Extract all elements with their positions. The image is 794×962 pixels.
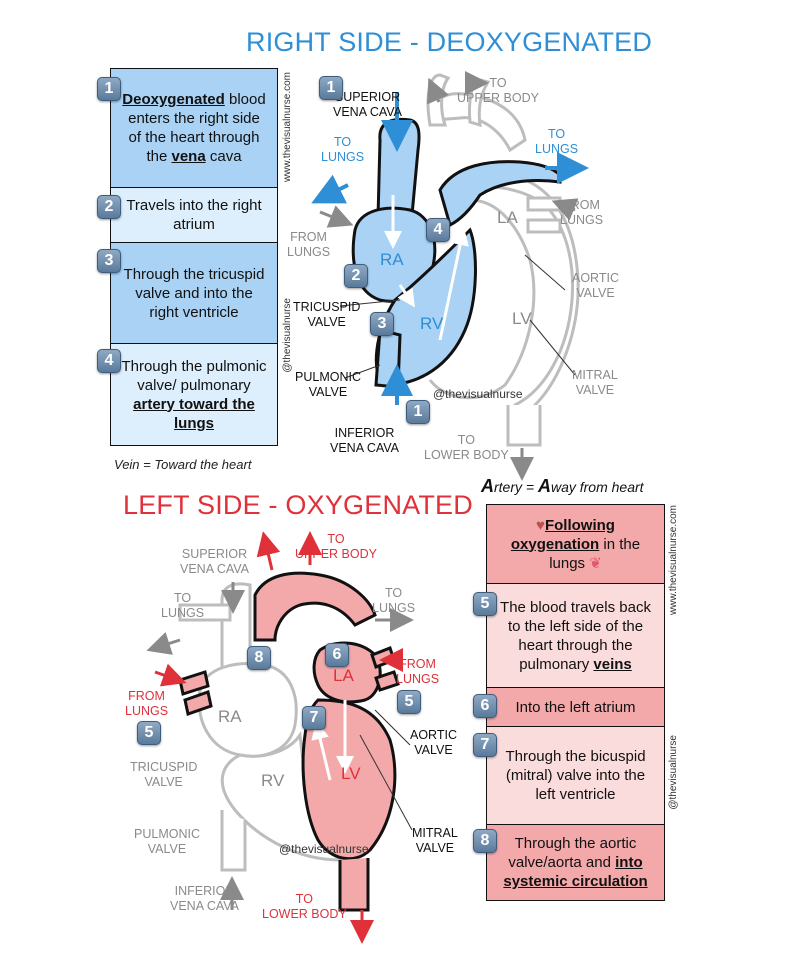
- watermark-handle-bottom: @thevisualnurse: [668, 735, 679, 810]
- right-diagram-blue-arrows: [311, 92, 589, 405]
- right-step-2: Travels into the right atrium: [110, 187, 278, 243]
- right-diagram-handle: @thevisualnurse: [433, 387, 523, 401]
- left-diagram-gray-arrows: [146, 582, 414, 910]
- left-step-8: Through the aortic valve/aorta and into …: [486, 824, 665, 901]
- left-label-to-lungs-left: TO LUNGS: [161, 591, 205, 620]
- right-step-2-badge: 2: [97, 195, 121, 219]
- left-step-6-badge: 6: [473, 694, 497, 718]
- right-badge-4: 4: [426, 218, 450, 242]
- right-step-1-badge: 1: [97, 77, 121, 101]
- left-step-7-badge: 7: [473, 733, 497, 757]
- right-label-pulmonic: PULMONIC VALVE: [295, 370, 361, 399]
- left-badge-5-right: 5: [397, 690, 421, 714]
- left-diagram-red-arrows: [154, 531, 403, 944]
- right-label-aortic: AORTIC VALVE: [572, 271, 619, 300]
- left-label-svc: SUPERIOR VENA CAVA: [180, 547, 250, 576]
- left-badge-7: 7: [302, 706, 326, 730]
- left-diagram-pulmonary-veins: [178, 646, 400, 716]
- right-label-la: LA: [497, 208, 518, 227]
- right-label-from-lungs-right: FROM LUNGS: [560, 198, 604, 227]
- left-diagram-flow-arrows: [311, 700, 354, 781]
- left-label-ra: RA: [218, 707, 242, 726]
- left-label-pulmonic: PULMONIC VALVE: [134, 827, 200, 856]
- right-step-1: Deoxygenated blood enters the right side…: [110, 68, 278, 188]
- right-label-to-upper: TO UPPER BODY: [457, 76, 539, 105]
- left-diagram-right-heart-outline: [178, 582, 343, 872]
- left-diagram-pointers: [359, 709, 413, 831]
- right-diagram-pointers: [339, 254, 576, 379]
- left-label-tricuspid: TRICUSPID VALVE: [130, 760, 198, 789]
- right-label-tricuspid: TRICUSPID VALVE: [293, 300, 361, 329]
- right-label-ivc: INFERIOR VENA CAVA: [330, 426, 400, 455]
- left-label-aortic: AORTIC VALVE: [410, 728, 457, 757]
- left-badge-5-left: 5: [137, 721, 161, 745]
- left-label-to-lower: TO LOWER BODY: [262, 892, 347, 921]
- right-diagram-gray-arrows: [319, 71, 579, 481]
- right-diagram-flow-arrows: [384, 195, 469, 341]
- lungs-icon: ❦: [589, 554, 602, 572]
- left-step-7: Through the bicuspid (mitral) valve into…: [486, 726, 665, 825]
- right-badge-2: 2: [344, 264, 368, 288]
- watermark-url-bottom: www.thevisualnurse.com: [668, 505, 679, 616]
- right-label-ra: RA: [380, 250, 404, 269]
- left-badge-6: 6: [325, 643, 349, 667]
- left-step-5-badge: 5: [473, 592, 497, 616]
- left-step-oxygenation: ♥Following oxygenation in the lungs ❦: [486, 504, 665, 584]
- left-side-title: LEFT SIDE - OXYGENATED: [123, 490, 473, 520]
- vein-note: Vein = Toward the heart: [114, 457, 252, 472]
- right-step-4: Through the pulmonic valve/ pulmonary ar…: [110, 343, 278, 446]
- left-label-lv: LV: [341, 764, 361, 783]
- right-label-from-lungs-left: FROM LUNGS: [287, 230, 331, 259]
- right-label-to-lungs-left: TO LUNGS: [321, 135, 365, 164]
- right-side-title: RIGHT SIDE - DEOXYGENATED: [246, 27, 653, 57]
- left-label-to-upper: TO UPPER BODY: [295, 532, 377, 561]
- left-step-6: Into the left atrium: [486, 687, 665, 727]
- left-step-8-badge: 8: [473, 829, 497, 853]
- left-diagram-handle: @thevisualnurse: [279, 842, 369, 856]
- left-badge-8: 8: [247, 646, 271, 670]
- right-label-to-lungs-right: TO LUNGS: [535, 127, 579, 156]
- artery-note: Artery = Away from heart: [481, 476, 644, 496]
- left-label-ivc: INFERIOR VENA CAVA: [170, 884, 240, 913]
- right-badge-1-bottom: 1: [406, 400, 430, 424]
- right-badge-3: 3: [370, 312, 394, 336]
- left-label-rv: RV: [261, 771, 285, 790]
- left-label-from-lungs-left: FROM LUNGS: [125, 689, 169, 718]
- right-badge-1-top: 1: [319, 76, 343, 100]
- right-label-mitral: MITRAL VALVE: [572, 368, 618, 397]
- right-label-lv: LV: [512, 309, 532, 328]
- left-label-la: LA: [333, 666, 354, 685]
- right-label-svc: SUPERIOR VENA CAVA: [333, 90, 403, 119]
- left-step-5: The blood travels back to the left side …: [486, 583, 665, 688]
- right-step-3-badge: 3: [97, 249, 121, 273]
- left-label-mitral: MITRAL VALVE: [412, 826, 458, 855]
- lung-icon: ♥: [536, 516, 545, 534]
- left-label-to-lungs-right: TO LUNGS: [372, 586, 416, 615]
- right-label-rv: RV: [420, 314, 444, 333]
- right-label-to-lower: TO LOWER BODY: [424, 433, 509, 462]
- right-step-3: Through the tricuspid valve and into the…: [110, 242, 278, 344]
- left-label-from-lungs-right: FROM LUNGS: [396, 657, 440, 686]
- right-step-4-badge: 4: [97, 349, 121, 373]
